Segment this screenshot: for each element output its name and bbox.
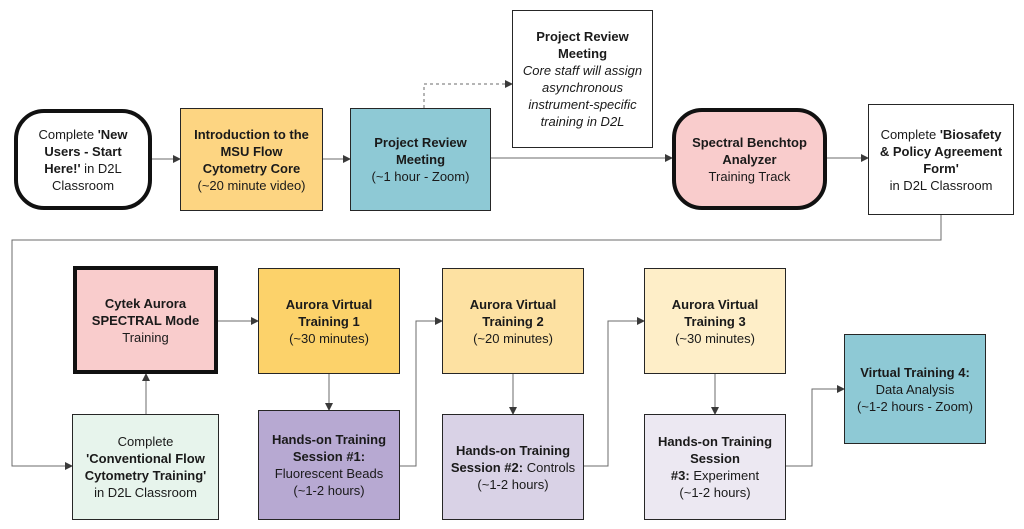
text-bold: Hands-on Training <box>455 442 571 458</box>
text-bold: Project Review <box>536 29 629 44</box>
text-bold: Training 3 <box>684 313 746 329</box>
arrow-handson3-virtual4 <box>786 385 845 467</box>
node-handson-session-1[interactable]: Hands-on Training Session #1: Fluorescen… <box>258 410 400 520</box>
text: Data Analysis <box>875 381 955 397</box>
text-bold: Meeting <box>557 46 608 61</box>
text-bold: Form' <box>923 160 959 176</box>
text-bold: Aurora Virtual <box>285 296 373 312</box>
text-bold: Cytometry Core <box>202 160 301 176</box>
text: (~20 minutes) <box>473 330 553 346</box>
text-bold: SPECTRAL Mode <box>91 312 200 328</box>
node-project-review[interactable]: Project Review Meeting (~1 hour - Zoom) <box>350 108 491 211</box>
text: (~1-2 hours) <box>679 485 751 500</box>
text-bold: 'Biosafety <box>939 126 1002 142</box>
text-bold: Hands-on Training <box>271 432 387 447</box>
arrow-handson1-aurora2 <box>400 317 443 467</box>
text-bold: Session #2: <box>450 459 524 475</box>
text-bold: Session <box>690 451 740 466</box>
node-biosafety-form[interactable]: Complete 'Biosafety & Policy Agreement F… <box>868 104 1014 215</box>
text: Fluorescent Beads <box>274 466 384 481</box>
text: in D2L Classroom <box>94 485 197 500</box>
node-new-users[interactable]: Complete 'New Users - Start Here!' in D2… <box>14 109 152 210</box>
node-cytek-aurora[interactable]: Cytek Aurora SPECTRAL Mode Training <box>73 266 218 374</box>
text: Complete <box>38 126 98 142</box>
node-review-note[interactable]: Project Review Meeting Core staff will a… <box>512 10 653 148</box>
text: in D2L Classroom <box>889 177 993 193</box>
text-bold: Virtual Training 4: <box>860 364 970 380</box>
text-bold: Here!' <box>44 160 81 176</box>
node-spectral-track[interactable]: Spectral Benchtop Analyzer Training Trac… <box>672 108 827 210</box>
node-handson-session-3[interactable]: Hands-on Training Session #3: Experiment… <box>644 414 786 520</box>
text-italic: training in D2L <box>540 114 625 129</box>
node-aurora-virtual-3[interactable]: Aurora Virtual Training 3 (~30 minutes) <box>644 268 786 374</box>
text-bold: #3: <box>670 468 690 483</box>
text-bold: & Policy Agreement <box>879 143 1003 159</box>
text: Classroom <box>51 177 115 193</box>
text: (~1-2 hours) <box>293 483 365 498</box>
text: (~1 hour - Zoom) <box>371 169 470 184</box>
arrow-handson2-aurora3 <box>584 317 645 467</box>
arrow-biosafety-conventional <box>11 215 942 470</box>
node-aurora-virtual-1[interactable]: Aurora Virtual Training 1 (~30 minutes) <box>258 268 400 374</box>
text: (~30 minutes) <box>289 330 369 346</box>
text: Training <box>122 329 169 345</box>
text: (~1-2 hours) <box>477 476 549 492</box>
node-handson-session-2[interactable]: Hands-on Training Session #2: Controls (… <box>442 414 584 520</box>
arrow-review-note <box>423 80 513 108</box>
text-bold: Session #1: <box>292 449 366 464</box>
text-bold: Spectral Benchtop <box>692 134 807 150</box>
node-intro-video[interactable]: Introduction to the MSU Flow Cytometry C… <box>180 108 323 211</box>
text-bold: Hands-on Training <box>657 434 773 449</box>
text: Training Track <box>708 168 791 184</box>
text-bold: MSU Flow <box>220 143 283 159</box>
text-bold: Cytometry Training' <box>84 468 207 483</box>
text-bold: Aurora Virtual <box>671 296 759 312</box>
text: in D2L <box>80 160 122 176</box>
text-bold: Project Review <box>374 135 467 150</box>
text: Complete <box>880 126 940 142</box>
text-bold: Training 1 <box>298 313 360 329</box>
text-bold: Cytek Aurora <box>104 295 187 311</box>
text-italic: instrument-specific <box>528 97 637 112</box>
node-aurora-virtual-2[interactable]: Aurora Virtual Training 2 (~20 minutes) <box>442 268 584 374</box>
text-bold: Aurora Virtual <box>469 296 557 312</box>
node-virtual-training-4[interactable]: Virtual Training 4: Data Analysis (~1-2 … <box>844 334 986 444</box>
text: (~20 minute video) <box>197 177 306 193</box>
text-bold: 'Conventional Flow <box>86 451 205 466</box>
text-bold: 'New <box>97 126 128 142</box>
text-italic: asynchronous <box>542 80 623 95</box>
text-bold: Analyzer <box>722 151 777 167</box>
text-bold: Meeting <box>395 152 446 167</box>
text: Experiment <box>689 468 760 483</box>
text-bold: Users - Start <box>44 143 122 159</box>
text: (~30 minutes) <box>675 330 755 346</box>
text-bold: Training 2 <box>482 313 544 329</box>
text: Complete <box>117 434 174 449</box>
text-italic: Core staff will assign <box>522 63 643 78</box>
node-conventional-training[interactable]: Complete 'Conventional Flow Cytometry Tr… <box>72 414 219 520</box>
text-bold: Introduction to the <box>194 126 309 142</box>
text: (~1-2 hours - Zoom) <box>857 398 973 414</box>
text: Controls <box>523 459 576 475</box>
